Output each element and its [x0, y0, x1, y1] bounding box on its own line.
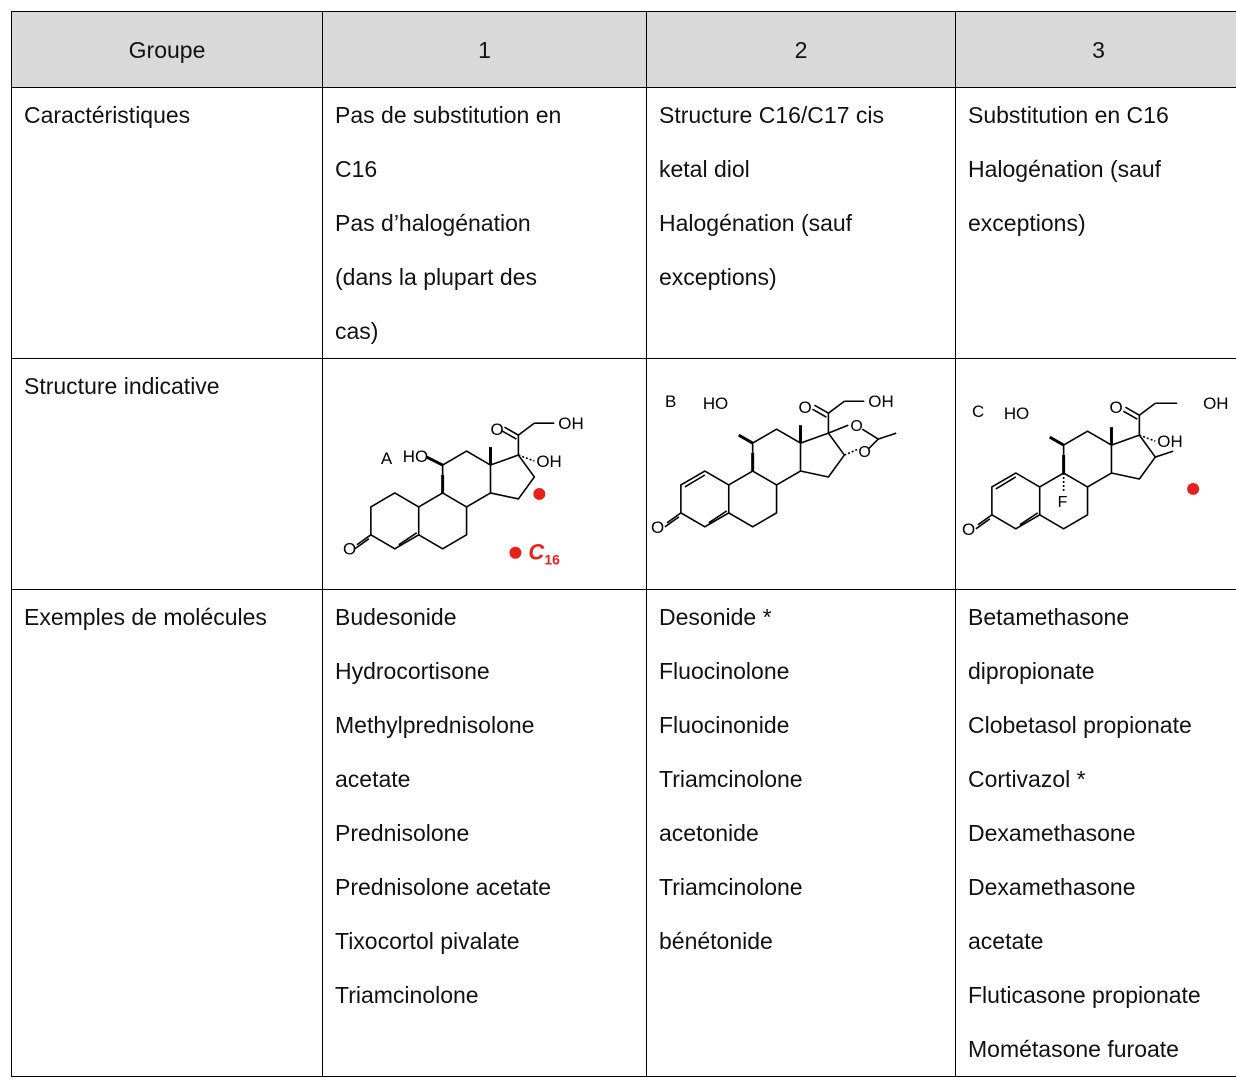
- label-b: B: [665, 392, 676, 411]
- characteristics-group-1: Pas de substitution en C16 Pas d’halogén…: [322, 87, 647, 359]
- steroid-structure-b: B HO O OH O O O: [651, 392, 897, 537]
- header-group-2: 2: [646, 11, 956, 88]
- text-line: ketal diol: [659, 156, 750, 182]
- header-group-1: 1: [322, 11, 647, 88]
- molecule-item: acetonide: [659, 820, 759, 846]
- ring-o-label-2: O: [858, 444, 870, 461]
- c16-legend-subscript: 16: [544, 552, 560, 568]
- molecule-item: Tixocortol pivalate: [335, 928, 520, 954]
- c16-legend-label: C: [528, 540, 545, 565]
- text-line: Halogénation (sauf: [659, 210, 853, 236]
- molecule-item: Triamcinolone: [659, 766, 803, 792]
- molecule-item: Triamcinolone: [335, 982, 479, 1008]
- text-line: cas): [335, 318, 379, 344]
- text-line: Structure C16/C17 cis: [659, 102, 884, 128]
- oh-mid-label: OH: [1157, 432, 1182, 451]
- oh-top-label: OH: [1203, 394, 1228, 413]
- molecule-item: Triamcinolone: [659, 874, 803, 900]
- examples-row: Exemples de molécules Budesonide Hydroco…: [11, 589, 1236, 1077]
- carbonyl-o-label: O: [1109, 398, 1122, 417]
- examples-group-3: Betamethasone dipropionate Clobetasol pr…: [955, 589, 1236, 1077]
- molecule-item: Betamethasone: [968, 604, 1130, 630]
- molecule-item: Desonide *: [659, 604, 772, 630]
- characteristics-group-3: Substitution en C16 Halogénation (sauf e…: [955, 87, 1236, 359]
- molecule-item: Methylprednisolone: [335, 712, 535, 738]
- row-label-structure: Structure indicative: [11, 358, 323, 590]
- c16-marker: [533, 487, 546, 500]
- ketone-o-label: O: [962, 520, 975, 539]
- examples-group-1: Budesonide Hydrocortisone Methylpredniso…: [322, 589, 647, 1077]
- text-line: C16: [335, 156, 378, 182]
- molecule-item: dipropionate: [968, 658, 1095, 684]
- molecule-item: acetate: [335, 766, 411, 792]
- structure-group-1: A HO O OH OH O C 16: [322, 358, 647, 590]
- oh-mid-label: OH: [536, 452, 561, 471]
- label-c: C: [972, 402, 984, 421]
- header-row: Groupe 1 2 3: [11, 11, 1236, 88]
- structure-group-3: C HO O OH OH F O: [955, 358, 1236, 590]
- c16-legend-marker: [509, 546, 522, 559]
- fluorine-label: F: [1058, 494, 1068, 511]
- molecule-item: acetate: [968, 928, 1044, 954]
- molecule-item: bénétonide: [659, 928, 773, 954]
- molecule-item: Mométasone furoate: [968, 1036, 1179, 1062]
- molecule-item: Cortivazol *: [968, 766, 1086, 792]
- structure-group-2: B HO O OH O O O: [646, 358, 956, 590]
- examples-group-2: Desonide * Fluocinolone Fluocinonide Tri…: [646, 589, 956, 1077]
- characteristics-group-2: Structure C16/C17 cis ketal diol Halogén…: [646, 87, 956, 359]
- text-line: exceptions): [968, 210, 1086, 236]
- label-a: A: [381, 449, 393, 468]
- molecule-item: Clobetasol propionate: [968, 712, 1192, 738]
- carbonyl-o-label: O: [799, 398, 812, 417]
- ketone-o-label: O: [651, 518, 664, 537]
- steroid-structure-a: A HO O OH OH O C 16: [343, 414, 584, 568]
- molecule-item: Hydrocortisone: [335, 658, 490, 684]
- ho-label: HO: [703, 394, 728, 413]
- structure-row: Structure indicative: [11, 358, 1236, 590]
- carbonyl-o-label: O: [490, 420, 503, 439]
- molecule-item: Budesonide: [335, 604, 457, 630]
- text-line: Pas de substitution en: [335, 102, 562, 128]
- c16-marker: [1187, 482, 1200, 495]
- text-line: (dans la plupart des: [335, 264, 538, 290]
- characteristics-label: Caractéristiques: [24, 102, 191, 128]
- molecule-item: Prednisolone: [335, 820, 470, 846]
- ho-label: HO: [403, 447, 428, 466]
- steroid-structure-c: C HO O OH OH F O: [962, 394, 1229, 539]
- ring-o-label-1: O: [850, 418, 862, 435]
- characteristics-row: Caractéristiques Pas de substitution en …: [11, 87, 1236, 359]
- header-groupe: Groupe: [11, 11, 323, 88]
- classification-table: Groupe 1 2 3 Caractéristiques Pas de sub…: [11, 11, 1236, 1077]
- molecule-item: Dexamethasone: [968, 874, 1136, 900]
- molecule-item: Prednisolone acetate: [335, 874, 552, 900]
- text-line: Halogénation (sauf: [968, 156, 1162, 182]
- ho-label: HO: [1004, 404, 1029, 423]
- examples-label: Exemples de molécules: [24, 604, 267, 630]
- row-label-characteristics: Caractéristiques: [11, 87, 323, 359]
- ketone-o-label: O: [343, 540, 356, 559]
- structure-label: Structure indicative: [24, 373, 220, 399]
- molecule-item: Dexamethasone: [968, 820, 1136, 846]
- text-line: Substitution en C16: [968, 102, 1169, 128]
- row-label-examples: Exemples de molécules: [11, 589, 323, 1077]
- header-group-3: 3: [955, 11, 1236, 88]
- text-line: Pas d’halogénation: [335, 210, 531, 236]
- molecule-item: Fluocinonide: [659, 712, 790, 738]
- oh-top-label: OH: [868, 392, 893, 411]
- oh-top-label: OH: [558, 414, 583, 433]
- molecule-item: Fluticasone propionate: [968, 982, 1201, 1008]
- molecule-item: Fluocinolone: [659, 658, 790, 684]
- text-line: exceptions): [659, 264, 777, 290]
